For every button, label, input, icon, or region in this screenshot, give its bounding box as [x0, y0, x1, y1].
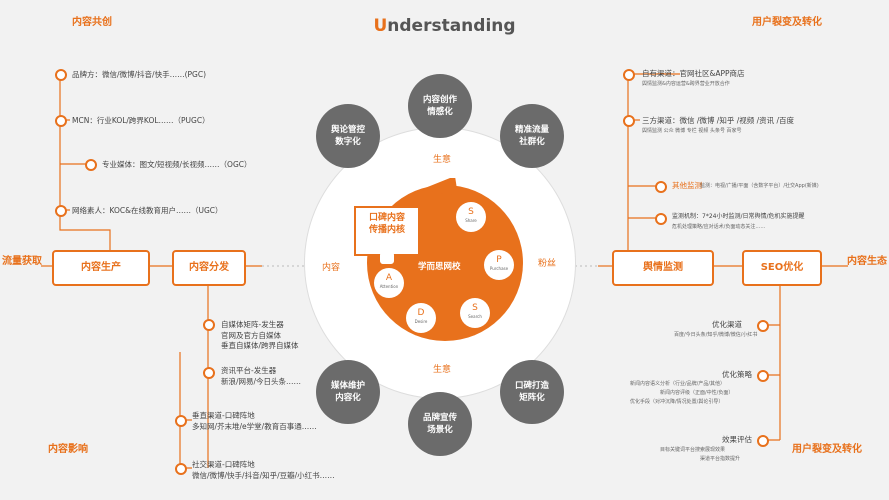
corner-label-top-left: 内容共创: [72, 17, 112, 28]
content-distribution-box: 内容分发: [172, 250, 246, 286]
monitor-other-sub: 监测：电视/广播/平面（含数字平台）/社交App(新媒): [700, 183, 819, 189]
circle-opinion-control: 舆论管控 数字化: [316, 104, 380, 168]
circle-brand-promotion: 品牌宣传 场景化: [408, 392, 472, 456]
edge-label-right: 内容生态: [847, 256, 887, 267]
channel-vertical: 垂直渠道-口碑阵地多知网/芥末堆/e学堂/教育百事通……: [192, 411, 317, 431]
bullet-dot: [55, 69, 67, 81]
source-item-pgc: 品牌方：微信/微博/抖音/快手……(PGC): [72, 70, 207, 79]
corner-label-bottom-left: 内容影响: [48, 444, 88, 455]
monitor-other: 其他监测: [672, 181, 702, 190]
ring-label-top: 生意: [433, 155, 452, 165]
seo-eval-line-2: 渠道平台指数提升: [700, 456, 741, 462]
bullet-dot: [55, 205, 67, 217]
circle-content-creation: 内容创作 情感化: [408, 74, 472, 138]
content-production-box: 内容生产: [52, 250, 150, 286]
corner-label-top-right: 用户裂变及转化: [752, 17, 822, 28]
ring-label-bottom: 生意: [433, 365, 452, 375]
page-title: Understanding: [373, 16, 516, 36]
source-item-ugc: 网络素人：KOC&在线教育用户……（UGC）: [72, 206, 223, 215]
channel-news: 资讯平台-发生器新浪/网易/今日头条……: [221, 366, 302, 386]
chat-icon: [380, 252, 394, 264]
bullet-dot: [623, 69, 635, 81]
monitor-mechanism-sub: 危机处理策略/应对话术/负面动态关注……: [672, 224, 766, 230]
monitor-third-party: 三方渠道：微信 /微博 /知乎 /视频 /资讯 /百度: [642, 116, 795, 125]
seo-strategy-line-2: 新闻内容评级（正面/中性/负面）: [660, 390, 734, 396]
bullet-dot: [85, 159, 97, 171]
seo-strategy-line-1: 新闻内容语义分析（行业/品牌/产品/其他）: [630, 381, 726, 387]
seo-eval-line-1: 目标关键词平台搜索展现效果: [660, 447, 726, 453]
bullet-dot: [757, 320, 769, 332]
bullet-dot: [203, 367, 215, 379]
monitor-owned-sub: 舆情监测&内容运营&跨界营业开放合作: [642, 81, 730, 87]
monitor-owned: 自有渠道：官网社区&APP商店: [642, 69, 745, 78]
monitor-mechanism: 监测机制：7*24小时监测/日常舆情/危机实施提醒: [672, 213, 805, 220]
seo-strategy-head: 优化策略: [722, 370, 752, 379]
bullet-dot: [623, 115, 635, 127]
seo-optimization-box: SEO优化: [742, 250, 822, 286]
seo-eval-head: 效果评估: [722, 435, 752, 444]
channel-social: 社交渠道-口碑阵地微信/微博/快手/抖音/知乎/豆瓣/小红书……: [192, 460, 335, 480]
bullet-dot: [175, 415, 187, 427]
ring-label-left: 内容: [322, 263, 341, 273]
seo-strategy-line-3: 优化手段（对冲沉降/情况处置/舆论引导）: [630, 399, 724, 405]
bullet-dot: [55, 115, 67, 127]
monitor-third-party-sub: 舆情监测 公众 微博 专栏 视频 头条号 百家号: [642, 128, 742, 134]
edge-label-left: 流量获取: [2, 256, 42, 267]
bullet-dot: [757, 435, 769, 447]
seo-channel-line: 百度/今日头条/知乎/微博/微信/小红书: [674, 332, 758, 338]
circle-precise-traffic: 精准流量 社群化: [500, 104, 564, 168]
seo-channel-head: 优化渠道: [712, 320, 742, 329]
circle-media-maintenance: 媒体维护 内容化: [316, 360, 380, 424]
core-callout: 口碑内容 传播内核: [354, 206, 420, 256]
circle-reputation: 口碑打造 矩阵化: [500, 360, 564, 424]
corner-label-bottom-right: 用户裂变及转化: [792, 444, 862, 455]
bullet-dot: [203, 319, 215, 331]
bullet-dot: [175, 463, 187, 475]
bullet-dot: [655, 181, 667, 193]
source-item-ogc: 专业媒体：图文/短视频/长视频……（OGC）: [102, 160, 252, 169]
source-item-pugc: MCN：行业KOL/跨界KOL……（PUGC）: [72, 116, 210, 125]
bullet-dot: [655, 213, 667, 225]
sentiment-monitor-box: 舆情监测: [612, 250, 714, 286]
center-label: 学而思网校: [418, 262, 461, 272]
ring-label-right: 粉丝: [538, 259, 557, 269]
bullet-dot: [757, 370, 769, 382]
channel-self-media: 自媒体矩阵-发生器官网及官方自媒体垂直自媒体/跨界自媒体: [221, 320, 299, 350]
